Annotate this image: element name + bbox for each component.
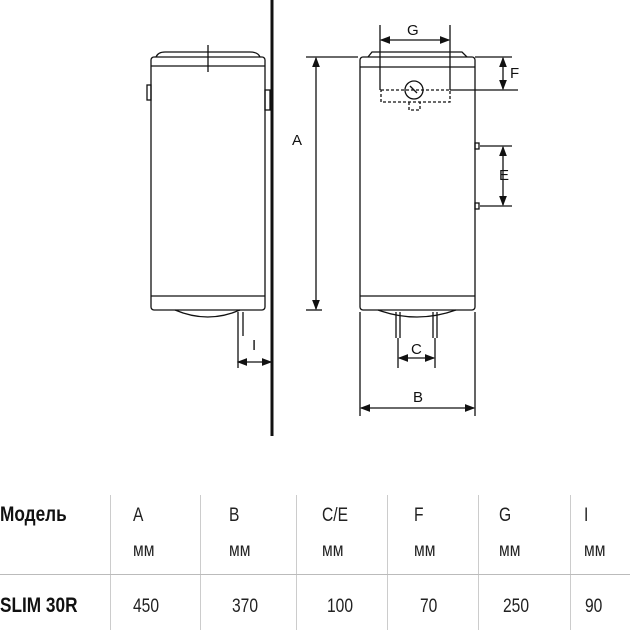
header-g: G — [499, 505, 512, 526]
dim-label-f: F — [510, 65, 519, 82]
table-divider — [0, 574, 630, 575]
unit-b: мм — [229, 540, 251, 561]
dim-label-b: B — [413, 389, 423, 406]
front-view-tank — [306, 25, 518, 416]
value-i: 90 — [585, 596, 603, 617]
header-a: A — [133, 505, 144, 526]
header-ce: C/E — [322, 505, 348, 526]
value-g: 250 — [503, 596, 529, 617]
dim-label-e: E — [499, 167, 509, 184]
header-i: I — [584, 505, 589, 526]
header-model: Модель — [0, 503, 67, 526]
value-ce: 100 — [327, 596, 353, 617]
dim-label-a: A — [292, 132, 302, 149]
unit-a: мм — [133, 540, 155, 561]
dim-label-g: G — [407, 22, 419, 39]
header-b: B — [229, 505, 240, 526]
value-b: 370 — [232, 596, 258, 617]
side-view-tank — [146, 45, 273, 368]
unit-i: мм — [584, 540, 606, 561]
unit-g: мм — [499, 540, 521, 561]
header-f: F — [414, 505, 424, 526]
value-f: 70 — [420, 596, 438, 617]
value-a: 450 — [133, 596, 159, 617]
dim-label-i: I — [252, 337, 256, 354]
row-model: SLIM 30R — [0, 594, 78, 617]
dim-label-c: C — [411, 341, 422, 358]
technical-drawing: I G F A E C B — [146, 0, 519, 436]
unit-ce: мм — [322, 540, 344, 561]
unit-f: мм — [414, 540, 436, 561]
